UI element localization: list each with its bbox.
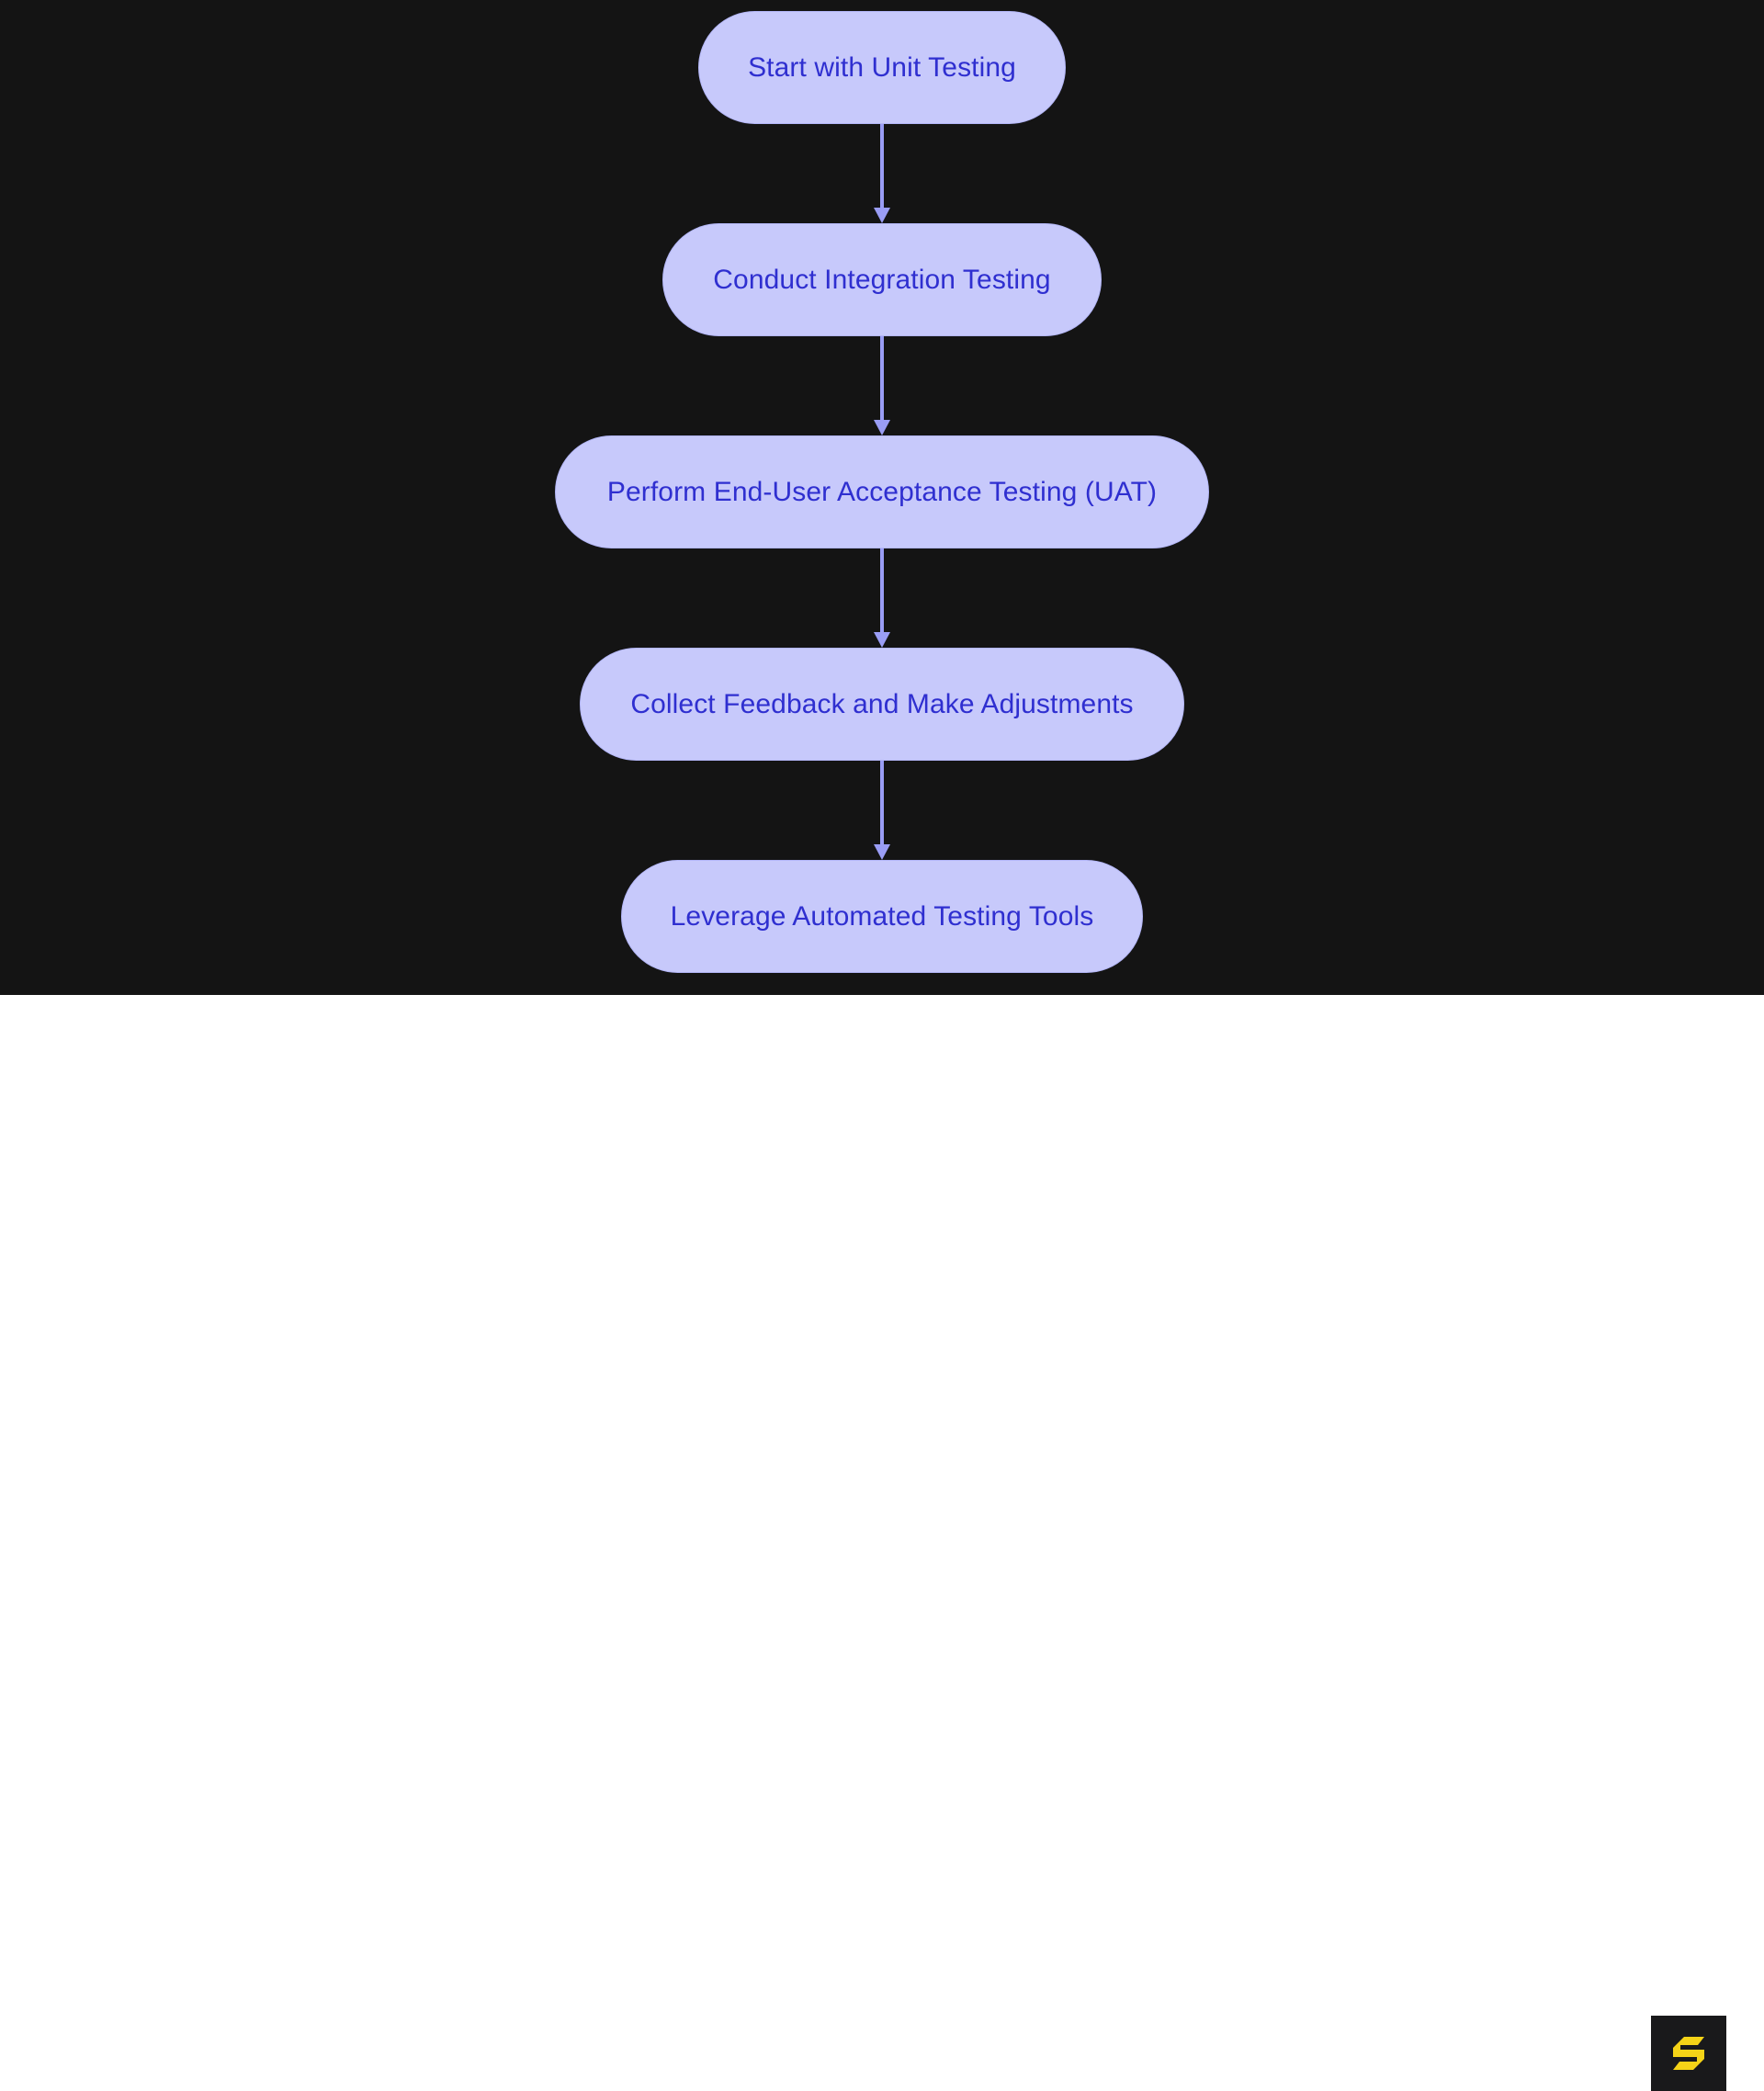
diagram-stage: Start with Unit Testing Conduct Integrat… — [0, 0, 1764, 995]
flowchart-node-collect-feedback-and-make-adjustments[interactable]: Collect Feedback and Make Adjustments — [580, 648, 1184, 761]
flowchart-connector-3 — [874, 548, 890, 648]
brand-s-logo-icon[interactable] — [1651, 2016, 1726, 2091]
flowchart-node-start-with-unit-testing[interactable]: Start with Unit Testing — [698, 11, 1066, 124]
node-label: Start with Unit Testing — [748, 51, 1016, 83]
arrow-down-icon — [874, 632, 890, 648]
arrow-down-icon — [874, 420, 890, 435]
connector-line — [880, 548, 884, 633]
node-label: Conduct Integration Testing — [713, 264, 1051, 295]
node-label: Collect Feedback and Make Adjustments — [630, 688, 1134, 719]
flowchart: Start with Unit Testing Conduct Integrat… — [0, 0, 1764, 995]
flowchart-node-perform-end-user-acceptance-testing[interactable]: Perform End-User Acceptance Testing (UAT… — [555, 435, 1209, 548]
footer-bar — [0, 995, 1764, 2091]
flowchart-connector-2 — [874, 336, 890, 435]
flowchart-node-conduct-integration-testing[interactable]: Conduct Integration Testing — [662, 223, 1102, 336]
node-label: Leverage Automated Testing Tools — [670, 900, 1094, 932]
node-label: Perform End-User Acceptance Testing (UAT… — [606, 476, 1158, 507]
flowchart-node-leverage-automated-testing-tools[interactable]: Leverage Automated Testing Tools — [621, 860, 1143, 973]
flowchart-connector-4 — [874, 761, 890, 860]
connector-line — [880, 761, 884, 845]
flowchart-connector-1 — [874, 124, 890, 223]
connector-line — [880, 336, 884, 421]
arrow-down-icon — [874, 208, 890, 223]
connector-line — [880, 124, 884, 209]
arrow-down-icon — [874, 844, 890, 860]
